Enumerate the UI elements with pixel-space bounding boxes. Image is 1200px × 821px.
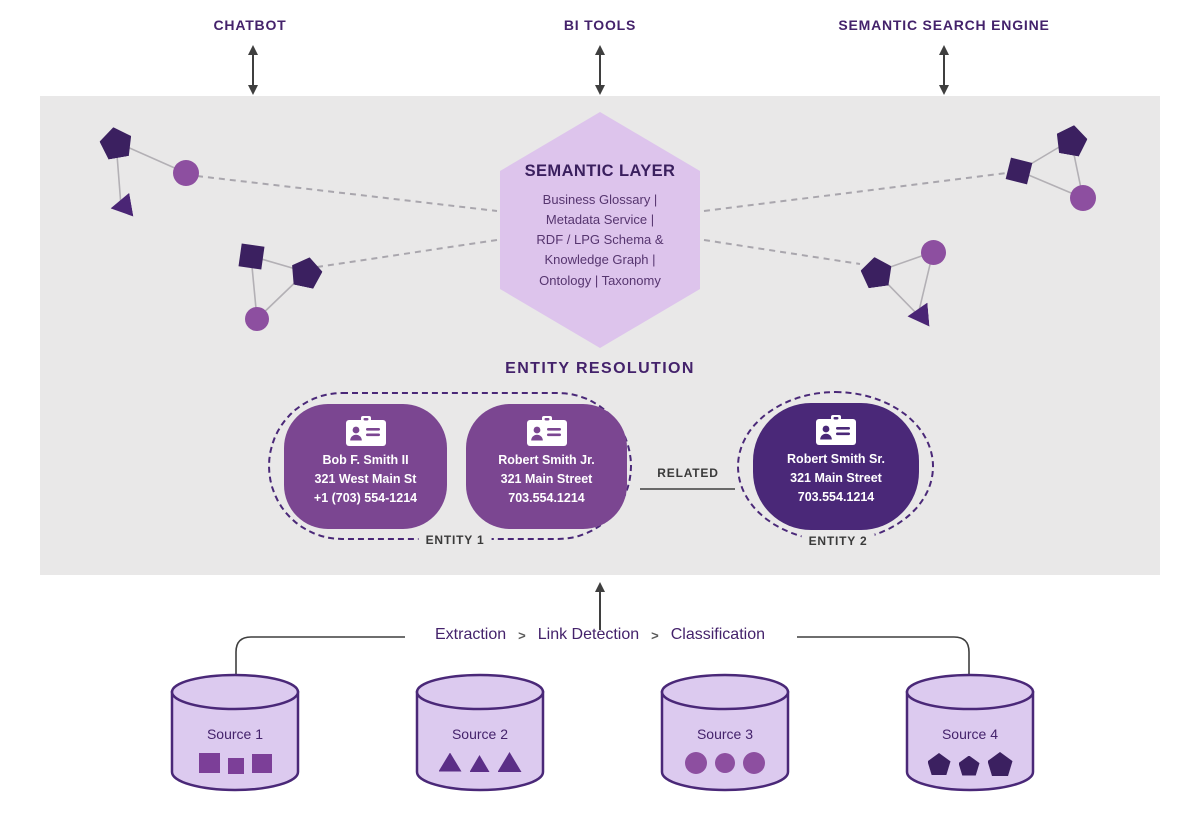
entity-address: 321 Main Street bbox=[790, 470, 882, 485]
semantic-layer-line: Metadata Service | bbox=[545, 212, 655, 228]
double-arrow-chatbot bbox=[248, 45, 258, 95]
related-label: RELATED bbox=[657, 466, 719, 480]
pipeline-step-classification: Classification bbox=[670, 626, 765, 643]
entity-phone: 703.554.1214 bbox=[508, 490, 585, 505]
entity-address: 321 Main Street bbox=[500, 471, 593, 486]
entity-name: Robert Smith Jr. bbox=[498, 453, 595, 467]
source-4-shapes bbox=[905, 752, 1035, 776]
id-badge-icon bbox=[815, 414, 857, 446]
double-arrow-search bbox=[939, 45, 949, 95]
id-badge-icon bbox=[345, 415, 387, 447]
pentagon-icon bbox=[987, 752, 1013, 776]
square-icon bbox=[198, 753, 220, 773]
chevron-right-icon: > bbox=[518, 627, 526, 643]
entity-2-label: ENTITY 2 bbox=[801, 534, 875, 548]
entity-card: Robert Smith Sr. 321 Main Street 703.554… bbox=[753, 403, 919, 530]
entity-name: Robert Smith Sr. bbox=[787, 452, 885, 466]
semantic-layer-line: Ontology | Taxonomy bbox=[539, 272, 661, 288]
square-icon bbox=[251, 753, 272, 773]
label-semantic-search-engine: SEMANTIC SEARCH ENGINE bbox=[838, 17, 1050, 33]
circle-node bbox=[173, 160, 199, 186]
pipeline-step-extraction: Extraction bbox=[435, 626, 507, 643]
source-3-label: Source 3 bbox=[696, 726, 754, 742]
pentagon-icon bbox=[927, 753, 951, 775]
source-4-label: Source 4 bbox=[941, 726, 999, 742]
chevron-right-icon: > bbox=[651, 627, 659, 643]
circle-node bbox=[1070, 185, 1096, 211]
entity-name: Bob F. Smith II bbox=[322, 453, 409, 467]
pentagon-icon bbox=[958, 755, 980, 776]
entity-address: 321 West Main St bbox=[314, 471, 417, 486]
triangle-icon bbox=[469, 755, 490, 772]
semantic-layer-line: Business Glossary | bbox=[542, 192, 658, 207]
triangle-icon bbox=[438, 752, 462, 772]
circle-node bbox=[921, 240, 946, 265]
entity-1-label: ENTITY 1 bbox=[418, 533, 492, 547]
square-node bbox=[238, 243, 265, 270]
pipeline-step-link-detection: Link Detection bbox=[537, 626, 640, 643]
entity-card: Bob F. Smith II 321 West Main St +1 (703… bbox=[284, 404, 447, 529]
triangle-icon bbox=[497, 752, 522, 772]
circle-icon bbox=[685, 752, 707, 774]
circle-node bbox=[245, 307, 269, 331]
up-arrow bbox=[595, 582, 605, 630]
entity-phone: +1 (703) 554-1214 bbox=[313, 490, 418, 505]
entity-resolution-title: ENTITY RESOLUTION bbox=[505, 360, 695, 377]
source-1-label: Source 1 bbox=[206, 726, 264, 742]
label-bi-tools: BI TOOLS bbox=[563, 17, 637, 33]
entity-card: Robert Smith Jr. 321 Main Street 703.554… bbox=[466, 404, 627, 529]
id-badge-icon bbox=[526, 415, 568, 447]
source-2-label: Source 2 bbox=[451, 726, 509, 742]
double-arrow-bi-tools bbox=[595, 45, 605, 95]
circle-icon bbox=[743, 752, 765, 774]
source-1-shapes bbox=[170, 752, 300, 774]
source-3-shapes bbox=[660, 752, 790, 774]
source-2-shapes bbox=[415, 752, 545, 772]
semantic-layer-line: Knowledge Graph | bbox=[544, 252, 656, 268]
circle-icon bbox=[715, 753, 735, 773]
entity-phone: 703.554.1214 bbox=[797, 489, 875, 504]
semantic-layer-title: SEMANTIC LAYER bbox=[524, 162, 676, 180]
label-chatbot: CHATBOT bbox=[213, 17, 287, 33]
semantic-layer-line: RDF / LPG Schema & bbox=[536, 232, 664, 248]
square-icon bbox=[227, 758, 244, 774]
pipeline-steps: Extraction > Link Detection > Classifica… bbox=[435, 626, 765, 644]
